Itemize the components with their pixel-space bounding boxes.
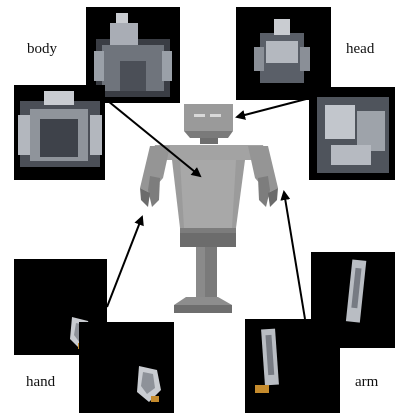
robot-hips bbox=[180, 228, 236, 247]
robot-left-arm bbox=[140, 146, 170, 207]
robot-figure bbox=[140, 104, 278, 313]
robot-torso bbox=[150, 145, 268, 228]
arrow-head-to-head bbox=[237, 98, 310, 117]
robot-legs bbox=[174, 247, 232, 313]
robot-head bbox=[184, 104, 233, 144]
arrow-arm-to-right-arm bbox=[284, 192, 305, 319]
robot-right-arm bbox=[248, 146, 278, 207]
arrow-hand-to-left-hand bbox=[107, 217, 142, 307]
